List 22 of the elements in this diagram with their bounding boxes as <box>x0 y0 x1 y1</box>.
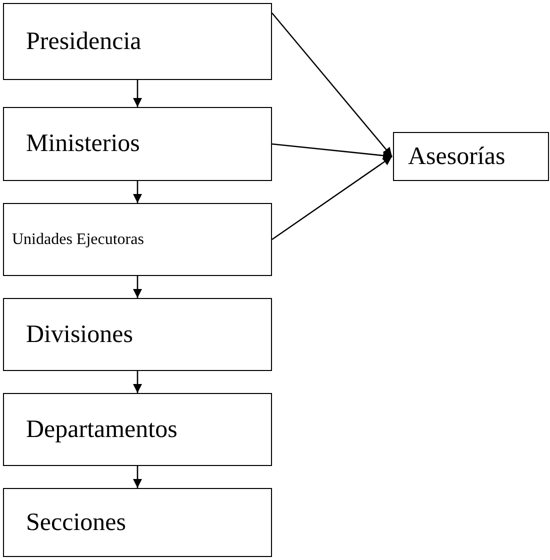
arrow <box>272 143 392 160</box>
org-box <box>3 298 272 371</box>
box-label: Presidencia <box>26 28 142 56</box>
box-label: Divisiones <box>26 320 133 348</box>
box-label: Ministerios <box>26 130 140 158</box>
box-label: Departamentos <box>26 416 178 444</box>
org-box <box>3 107 272 181</box>
box-label: Asesorías <box>408 142 506 170</box>
arrow <box>133 466 142 488</box>
arrow <box>133 80 142 107</box>
arrow <box>133 371 142 393</box>
arrow <box>272 12 392 157</box>
arrow <box>133 181 142 203</box>
box-label: Unidades Ejecutoras <box>12 230 144 248</box>
org-box <box>3 393 272 466</box>
arrow <box>272 156 392 240</box>
org-box <box>3 3 272 80</box>
org-box <box>3 488 272 557</box>
org-box <box>393 132 549 181</box>
box-label: Secciones <box>26 508 126 536</box>
arrow <box>133 276 142 298</box>
org-box <box>3 203 272 276</box>
